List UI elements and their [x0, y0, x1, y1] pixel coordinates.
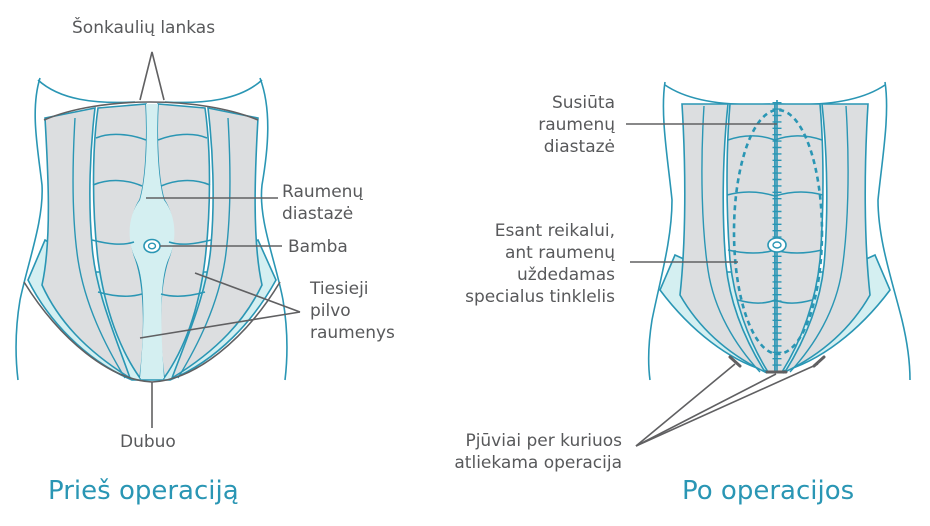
- intersection-r2: [160, 179, 211, 187]
- sheath-strip-right: [177, 117, 231, 379]
- mesh-outline: [732, 108, 824, 356]
- intersection-r4: [160, 291, 206, 297]
- label-incisions: Pjūviai per kuriuos atliekama operacija: [454, 431, 622, 473]
- leader-incision-3: [635, 363, 819, 447]
- body-outline-left: [15, 77, 43, 381]
- label-navel: Bamba: [288, 237, 348, 257]
- intersection-after-r2: [774, 191, 824, 197]
- title-before: Prieš operaciją: [48, 476, 239, 506]
- chest-left: [37, 79, 136, 104]
- leader-incision-1: [635, 363, 736, 447]
- label-rectus: Tiesieji pilvo raumenys: [310, 279, 395, 343]
- body-outline-right: [259, 77, 288, 381]
- body-outline-right-after: [877, 81, 911, 381]
- chest-left-after: [664, 84, 771, 106]
- torso-after: [626, 81, 911, 447]
- sheath-strip-left-after: [701, 105, 761, 373]
- intersection-after-l2: [726, 191, 776, 197]
- label-sutured: Susiūta raumenų diastazė: [538, 93, 615, 157]
- intersection-after-r1: [774, 135, 823, 141]
- sheath-strip-left: [72, 117, 126, 379]
- leader-incision-2: [635, 373, 777, 447]
- sheath-strip-right-after: [789, 105, 849, 373]
- intersection-l4: [97, 291, 143, 297]
- label-pelvis: Dubuo: [120, 432, 176, 452]
- label-diastasis: Raumenų diastazė: [282, 182, 364, 224]
- intersection-r3: [168, 239, 212, 245]
- intersection-l3: [91, 239, 135, 245]
- rib-arch-line: [43, 101, 259, 121]
- incision-left: [728, 355, 742, 368]
- intersection-after-l4: [737, 299, 776, 304]
- leader-rib-arch: [139, 51, 165, 101]
- navel-icon: [143, 238, 161, 254]
- chest-right: [164, 79, 263, 104]
- intersection-l2: [92, 179, 143, 187]
- leader-rectus-1: [194, 272, 301, 313]
- leader-rectus-2: [139, 311, 301, 339]
- torso-before: [15, 51, 301, 428]
- navel-after-icon: [767, 237, 787, 253]
- intersection-after-l1: [727, 135, 776, 141]
- intersection-r1: [157, 133, 208, 141]
- intersection-l1: [95, 133, 147, 141]
- chest-right-after: [779, 84, 886, 106]
- label-rib-arch: Šonkaulių lankas: [72, 18, 216, 38]
- label-mesh: Esant reikalui, ant raumenų uždedamas sp…: [465, 221, 615, 307]
- title-after: Po operacijos: [682, 476, 855, 506]
- body-outline-left-after: [647, 81, 673, 381]
